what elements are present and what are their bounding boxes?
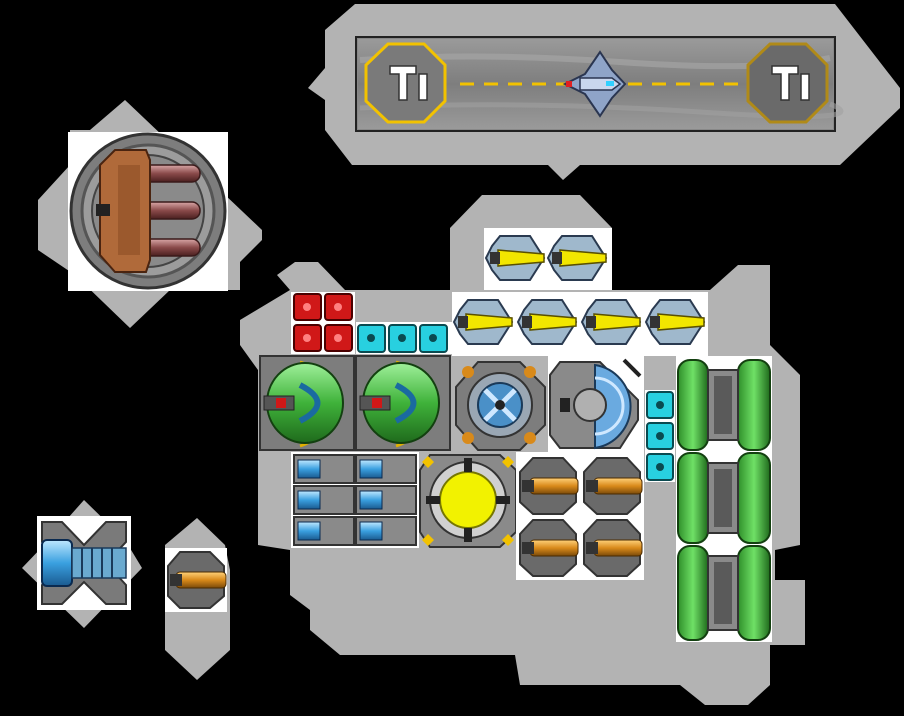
yellow-missile-icon[interactable]	[452, 299, 514, 345]
green-plasma-turret-icon[interactable]	[259, 355, 355, 451]
cyan-power-node-icon[interactable]	[645, 390, 675, 482]
red-armor-block-icon[interactable]	[293, 293, 353, 352]
blue-shield-generator-icon[interactable]	[455, 361, 546, 451]
yellow-missile-icon[interactable]	[484, 235, 546, 281]
landing-pad-left[interactable]	[364, 42, 447, 124]
orange-turret-icon[interactable]	[167, 551, 227, 609]
green-plasma-turret-icon[interactable]	[355, 355, 451, 451]
orange-cannon-turret-icon[interactable]	[519, 457, 643, 577]
cyan-power-node-icon[interactable]	[357, 324, 448, 353]
yellow-missile-icon[interactable]	[516, 299, 578, 345]
landing-pad-right[interactable]	[746, 42, 829, 124]
yellow-missile-icon[interactable]	[580, 299, 642, 345]
radar-dish-icon[interactable]	[549, 358, 642, 450]
fighter-ship-icon[interactable]	[562, 50, 627, 118]
yellow-missile-icon[interactable]	[644, 299, 706, 345]
triple-barrel-cannon-icon[interactable]	[69, 132, 227, 290]
yellow-missile-icon[interactable]	[546, 235, 608, 281]
blue-ion-thruster-icon[interactable]	[41, 521, 127, 605]
yellow-reactor-core-icon[interactable]	[419, 454, 517, 548]
green-fuel-tank-icon[interactable]	[677, 359, 771, 641]
blue-battery-icon[interactable]	[293, 454, 417, 546]
